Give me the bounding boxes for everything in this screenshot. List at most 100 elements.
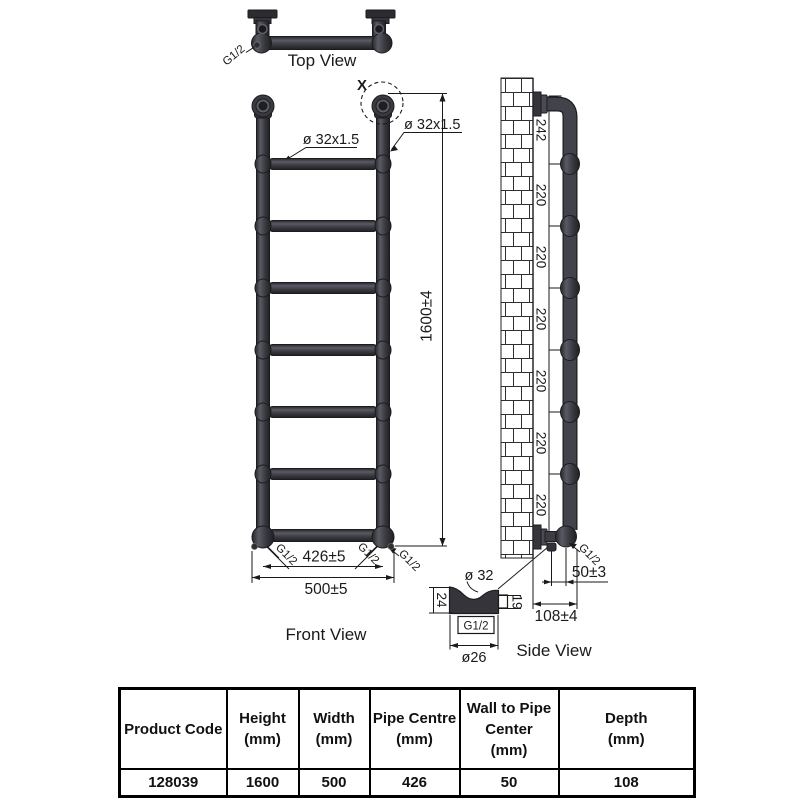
detail-protrusion <box>497 594 509 609</box>
top-view-tapping <box>253 41 261 49</box>
side-dim-ticks <box>549 95 562 538</box>
rung-3 <box>267 282 379 294</box>
header-unit: (mm) <box>490 741 528 759</box>
side-spacing-4: 220 <box>534 370 549 393</box>
header-wall-to-pipe-center: Wall to Pipe Center (mm) <box>458 687 560 770</box>
detail-diameter-leader <box>466 581 479 593</box>
wall-pipe-ext-lines <box>551 548 567 586</box>
side-bottom-elbow <box>555 525 577 548</box>
value-depth: 108 <box>557 768 696 798</box>
side-spacing-3: 220 <box>534 308 549 331</box>
detail-bottom-ext <box>449 615 499 650</box>
radiator-drawing: G1/2 Top View <box>221 9 608 666</box>
right-elbow-ball <box>371 525 395 549</box>
tube-label-leader-left <box>284 147 357 161</box>
side-spacing-2: 220 <box>534 246 549 269</box>
header-line: Depth <box>605 710 648 727</box>
detail-fitting-label: G1/2 <box>464 621 489 633</box>
rung-2 <box>267 220 379 232</box>
value-product-code: 128039 <box>118 768 228 798</box>
header-line: Wall to Pipe <box>466 699 552 717</box>
top-view-right-wall-plate <box>365 9 396 19</box>
value-height: 1600 <box>225 768 300 798</box>
pipe-centre-dim-text: 426±5 <box>303 549 346 566</box>
junction-collars <box>254 154 392 484</box>
rung-4 <box>267 344 379 356</box>
right-tapping <box>387 543 395 550</box>
tube-dim-top: ø 32x1.5 <box>303 132 359 148</box>
detail-right-height-text: 19 <box>510 594 525 609</box>
top-view <box>245 9 396 54</box>
detail-section-body <box>448 586 500 615</box>
left-tapping <box>251 543 258 550</box>
side-view <box>497 77 608 609</box>
header-unit: (mm) <box>607 731 645 748</box>
detail-marker-circle <box>360 81 404 125</box>
front-fitting-leaders <box>266 545 378 559</box>
detail-left-height-text: 24 <box>434 592 449 608</box>
width-dim-text: 500±5 <box>305 581 348 598</box>
front-fitting-label-3: G1/2 <box>396 548 422 574</box>
spec-table-value-row: 128039 1600 500 426 50 108 <box>118 768 696 798</box>
tube-dim-right: ø 32x1.5 <box>404 117 460 133</box>
detail-view <box>429 581 521 650</box>
left-elbow-ball <box>251 525 275 549</box>
header-line: Product Code <box>124 720 223 738</box>
top-view-left-wall-plate <box>247 9 278 19</box>
header-product-code: Product Code <box>118 687 228 770</box>
detail-diameter-text: ø 32 <box>464 568 493 584</box>
wall-to-pipe-dim-text: 50±3 <box>572 564 606 581</box>
top-view-fitting-label: G1/2 <box>221 43 248 68</box>
header-height: Height (mm) <box>225 687 300 770</box>
header-line: Height <box>239 710 286 727</box>
top-view-right-ball <box>371 32 393 54</box>
rung-6 <box>267 468 379 480</box>
front-fitting-label-1: G1/2 <box>273 542 299 568</box>
side-pipe <box>546 97 577 530</box>
side-drain-tap <box>546 542 557 552</box>
value-width: 500 <box>297 768 371 798</box>
value-wall-to-pipe-center: 50 <box>458 768 560 798</box>
brick-wall <box>500 77 534 559</box>
front-view-title: Front View <box>286 625 368 644</box>
side-arrowheads <box>533 543 577 607</box>
spec-table: Product Code Height (mm) Width (mm) Pipe… <box>118 687 696 798</box>
side-top-flange <box>540 94 548 114</box>
height-dim-text: 1600±4 <box>419 290 436 342</box>
depth-dim-text: 108±4 <box>535 608 578 625</box>
header-depth: Depth (mm) <box>557 687 696 770</box>
side-pipe-collars <box>560 153 580 485</box>
side-spacing-5: 220 <box>534 432 549 455</box>
detail-left-dim <box>429 587 452 614</box>
header-width: Width (mm) <box>297 687 371 770</box>
side-top-wall-plate <box>532 91 542 117</box>
side-spacing-1: 220 <box>534 184 549 207</box>
pipe-centre-ext-right <box>354 545 379 570</box>
detail-marker-x: X <box>357 77 367 94</box>
detail-leader <box>497 546 549 590</box>
front-view-radiator <box>251 94 395 550</box>
side-bottom-wall-plate <box>532 524 542 550</box>
header-line: Center <box>485 720 533 738</box>
depth-ext-lines <box>532 549 578 609</box>
top-view-left-screw-hole <box>257 23 268 35</box>
tube-label-leader-right <box>391 132 462 150</box>
detail-arrowheads <box>450 643 498 648</box>
detail-right-dim <box>498 595 521 609</box>
top-view-title: Top View <box>288 51 357 70</box>
side-spacing-6: 220 <box>534 494 549 517</box>
side-view-title: Side View <box>516 641 592 660</box>
bottom-rail <box>267 529 379 542</box>
pipe-centre-ext-left <box>265 545 290 570</box>
header-unit: (mm) <box>244 731 281 748</box>
rung-5 <box>267 406 379 418</box>
detail-fitting-box <box>457 615 495 635</box>
rung-1 <box>267 158 379 170</box>
header-pipe-centre: Pipe Centre (mm) <box>368 687 461 770</box>
header-line: Width <box>313 710 355 727</box>
side-spacing-top: 242 <box>534 119 549 142</box>
header-unit: (mm) <box>396 731 433 748</box>
spec-table-header-row: Product Code Height (mm) Width (mm) Pipe… <box>118 687 696 770</box>
header-unit: (mm) <box>315 731 353 748</box>
